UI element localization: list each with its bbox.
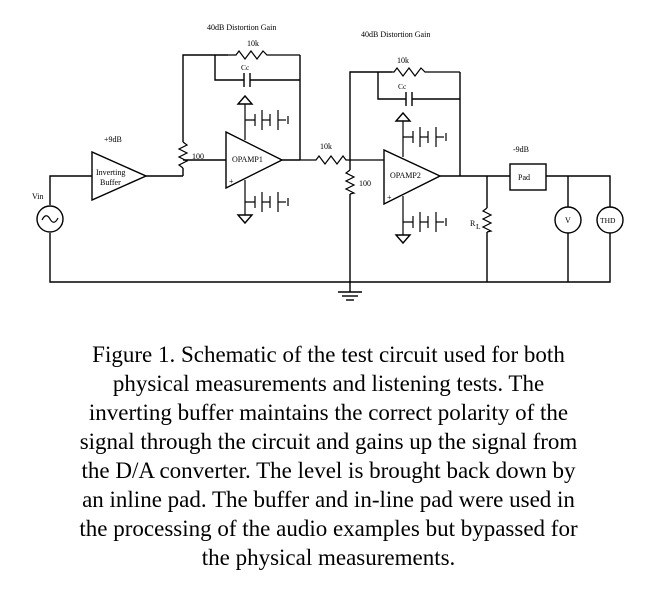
gain-label-1: 40dB Distortion Gain bbox=[207, 23, 276, 32]
battery-2-top-icon bbox=[412, 127, 447, 147]
feedback-resistor-2-icon bbox=[392, 67, 460, 77]
vplus-arrow-1-icon bbox=[236, 94, 254, 105]
battery-2-bottom-icon bbox=[412, 212, 447, 232]
buffer-label-line-2: Buffer bbox=[100, 178, 121, 187]
stage1-cap-wire bbox=[214, 55, 300, 81]
opamp-1-label: OPAMP1 bbox=[232, 155, 263, 164]
comp-cap-2-label: Cc bbox=[398, 82, 407, 91]
comp-cap-2-icon bbox=[405, 92, 413, 106]
caption-line-5: the D/A converter. The level is brought … bbox=[81, 458, 576, 483]
opamp-1-triangle bbox=[225, 130, 284, 190]
feedback-r-1-label: 10k bbox=[247, 39, 259, 48]
buffer-gain-label: +9dB bbox=[104, 135, 122, 144]
pad-box bbox=[509, 163, 547, 191]
vminus-arrow-2-icon bbox=[394, 234, 412, 245]
ground-rail bbox=[49, 233, 611, 283]
opamp-1-plus: + bbox=[229, 177, 234, 186]
feedback-resistor-1-icon bbox=[228, 50, 300, 60]
caption-line-6: an inline pad. The buffer and in-line pa… bbox=[82, 487, 575, 512]
opamp-2-label: OPAMP2 bbox=[390, 171, 421, 180]
gain-label-2: 40dB Distortion Gain bbox=[361, 30, 430, 39]
voltmeter-icon bbox=[554, 206, 582, 234]
load-resistor-icon bbox=[481, 207, 493, 233]
thd-meter-icon bbox=[596, 206, 624, 234]
load-label: R bbox=[470, 219, 476, 228]
pad-output-wire bbox=[546, 175, 611, 282]
opamp-2-triangle bbox=[383, 148, 442, 206]
figure-caption: Figure 1. Schematic of the test circuit … bbox=[20, 340, 637, 572]
comp-cap-1-label: Cc bbox=[241, 63, 250, 72]
sine-wave-icon bbox=[41, 215, 59, 223]
voltmeter-label: V bbox=[565, 216, 571, 225]
stage2-cap-wire bbox=[377, 72, 460, 100]
opamp-2-vplus-wire bbox=[402, 121, 413, 157]
caption-line-3: inverting buffer maintains the correct p… bbox=[88, 400, 569, 425]
buffer-label-line-1: Inverting bbox=[96, 168, 125, 177]
feedback-r-2-label: 10k bbox=[397, 56, 409, 65]
stage1-input-wire bbox=[182, 54, 228, 176]
vminus-arrow-1-icon bbox=[236, 214, 254, 225]
opamp-1-vminus-wire bbox=[244, 180, 255, 215]
opamp-2-vminus-wire bbox=[402, 196, 413, 235]
opamp-1-vplus-wire bbox=[244, 104, 255, 140]
inverting-buffer-triangle bbox=[91, 150, 148, 202]
load-subscript: L bbox=[476, 222, 481, 231]
resistor-100-2-icon bbox=[344, 169, 356, 195]
battery-1-top-icon bbox=[254, 110, 289, 130]
caption-line-1: Figure 1. Schematic of the test circuit … bbox=[92, 342, 565, 367]
caption-line-2: physical measurements and listening test… bbox=[112, 371, 545, 396]
thd-meter-label: THD bbox=[600, 216, 616, 225]
input-label: Vin bbox=[32, 192, 44, 201]
r-in-1-label: 100 bbox=[192, 152, 204, 161]
opamp-2-plus: + bbox=[387, 193, 392, 202]
battery-1-bottom-icon bbox=[254, 192, 289, 212]
caption-line-7: the processing of the audio examples but… bbox=[79, 516, 578, 541]
ground-symbol-icon bbox=[338, 291, 362, 301]
vplus-arrow-2-icon bbox=[394, 111, 412, 122]
resistor-100-1-icon bbox=[177, 141, 189, 169]
circuit-schematic: Vin +9dB Inverting Buffer 100 40dB Disto… bbox=[32, 23, 624, 301]
caption-line-4: signal through the circuit and gains up … bbox=[79, 429, 578, 454]
stage2-feedback-left bbox=[349, 71, 392, 160]
caption-line-8: the physical measurements. bbox=[201, 545, 456, 570]
series-r-label: 10k bbox=[320, 142, 332, 151]
series-resistor-icon bbox=[300, 155, 384, 165]
source-wire bbox=[49, 175, 92, 205]
pad-gain-label: -9dB bbox=[513, 145, 529, 154]
comp-cap-1-icon bbox=[243, 73, 251, 87]
r-in-2-label: 100 bbox=[359, 179, 371, 188]
pad-label: Pad bbox=[518, 173, 530, 182]
